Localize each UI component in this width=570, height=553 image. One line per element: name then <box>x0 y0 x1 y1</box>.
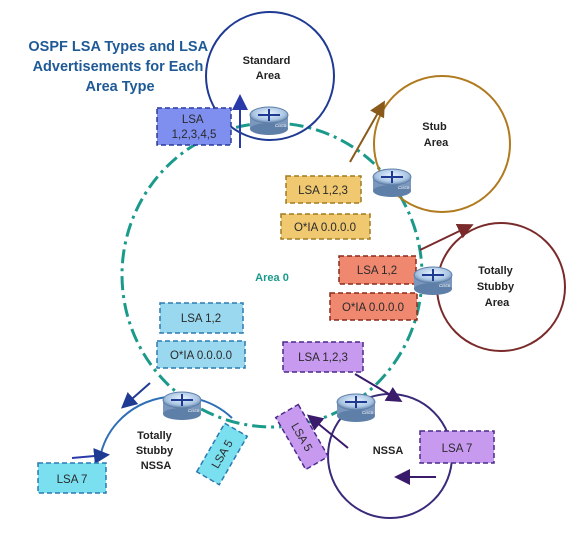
lsa5-left-box: LSA 5 <box>195 422 249 486</box>
standard-lsa-box: LSA 1,2,3,4,5 <box>156 107 232 146</box>
svg-text:Cisco: Cisco <box>275 123 287 128</box>
arrow-tsnssa-in <box>121 382 151 409</box>
lsa5-right-box: LSA 5 <box>274 403 330 471</box>
title-line-2: Advertisements for Each <box>33 59 204 75</box>
svg-text:O*IA 0.0.0.0: O*IA 0.0.0.0 <box>342 302 404 314</box>
tsnssa-area-circle <box>99 395 233 459</box>
tsnssa-lsa-box: LSA 1,2 <box>159 302 244 334</box>
svg-text:LSA 1,2,3: LSA 1,2,3 <box>298 185 348 197</box>
nssa-lsa-box: LSA 1,2,3 <box>282 341 364 373</box>
arrow-nssa-up <box>306 414 349 449</box>
router-icon: Cisco <box>249 106 289 135</box>
standard-area-label: Standard Area <box>243 55 294 82</box>
router-icon: Cisco <box>162 391 202 420</box>
arrow-stub-out <box>349 100 385 163</box>
stub-default-route-box: O*IA 0.0.0.0 <box>280 213 371 240</box>
tsnssa-default-route-box: O*IA 0.0.0.0 <box>156 340 246 369</box>
svg-text:LSA 1,2: LSA 1,2 <box>181 313 221 325</box>
area0-label: Area 0 <box>255 272 289 284</box>
lsa7-left-box: LSA 7 <box>37 462 107 494</box>
svg-text:LSA 1,2,3: LSA 1,2,3 <box>298 352 348 364</box>
tsa-lsa-box: LSA 1,2 <box>338 255 417 285</box>
svg-text:O*IA 0.0.0.0: O*IA 0.0.0.0 <box>170 350 232 362</box>
svg-text:Cisco: Cisco <box>398 185 410 190</box>
diagram-title: OSPF LSA Types and LSA Advertisements fo… <box>28 39 211 95</box>
standard-area-circle <box>205 11 335 141</box>
stub-area-label: Stub Area <box>422 121 450 149</box>
svg-text:LSA 1,2: LSA 1,2 <box>357 265 397 277</box>
svg-text:LSA 7: LSA 7 <box>442 443 473 455</box>
stub-lsa-box: LSA 1,2,3 <box>285 175 362 204</box>
svg-text:O*IA 0.0.0.0: O*IA 0.0.0.0 <box>294 222 356 234</box>
svg-text:Cisco: Cisco <box>362 410 374 415</box>
arrow-tsa-out <box>419 223 474 251</box>
stub-area-circle <box>373 75 511 213</box>
arrow-nssa-in <box>354 373 403 403</box>
tsa-default-route-box: O*IA 0.0.0.0 <box>329 292 418 321</box>
svg-text:LSA 7: LSA 7 <box>57 474 88 486</box>
tsnssa-area-label: Totally Stubby NSSA <box>136 430 176 472</box>
title-line-1: OSPF LSA Types and LSA <box>28 39 208 55</box>
lsa7-right-box: LSA 7 <box>419 430 495 464</box>
title-line-3: Area Type <box>85 79 154 95</box>
router-icon: Cisco <box>413 266 453 295</box>
nssa-area-label: NSSA <box>373 445 404 457</box>
arrow-tsnssa-lsa7 <box>71 448 110 465</box>
router-icon: Cisco <box>372 168 412 197</box>
svg-text:Cisco: Cisco <box>439 283 451 288</box>
router-icon: Cisco <box>336 393 376 422</box>
svg-text:LSA 1,2,3,4,5: LSA 1,2,3,4,5 <box>172 114 217 141</box>
totally-stubby-area-label: Totally Stubby Area <box>477 265 517 309</box>
svg-text:Cisco: Cisco <box>188 408 200 413</box>
